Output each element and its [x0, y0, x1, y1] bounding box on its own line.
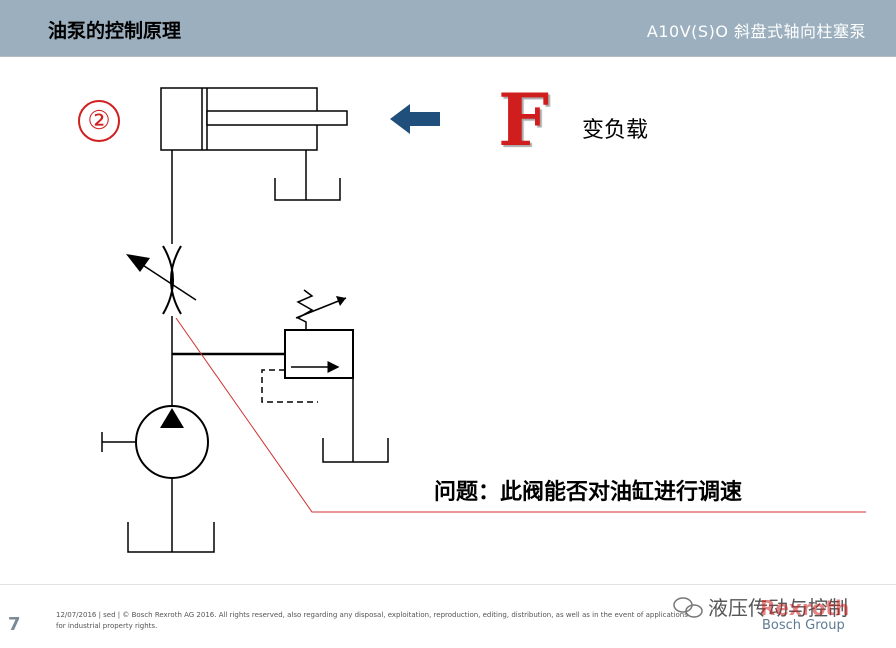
tank-relief [322, 354, 389, 463]
page-number: 7 [8, 614, 21, 635]
load-arrow-icon [390, 104, 440, 134]
brand-logo: Rexroth [760, 596, 850, 620]
header-bar: 油泵的控制原理 A10V(S)O 斜盘式轴向柱塞泵 [0, 0, 896, 56]
load-label: 变负载 [582, 118, 649, 143]
adjustable-throttle-valve [126, 245, 197, 315]
hydraulic-cylinder [160, 87, 348, 151]
wechat-watermark-icon [673, 597, 703, 618]
footer-divider [0, 584, 896, 585]
page-title: 油泵的控制原理 [48, 20, 182, 42]
annotation-leader-line [175, 317, 866, 513]
group-label: Bosch Group [762, 618, 845, 633]
cylinder-rod [206, 110, 348, 126]
question-text: 问题：此阀能否对油缸进行调速 [434, 480, 743, 505]
product-name: A10V(S)O 斜盘式轴向柱塞泵 [646, 22, 866, 41]
hydraulic-pump [101, 405, 215, 553]
watermark-text: 液压传动与控制 [708, 596, 848, 620]
relief-valve [261, 289, 354, 403]
header-divider [0, 56, 896, 57]
legal-text: 12/07/2016 | sed | © Bosch Rexroth AG 20… [56, 611, 688, 630]
force-symbol: F [498, 77, 550, 162]
step-number-badge: ② [78, 100, 120, 142]
tank-cylinder [274, 150, 341, 201]
